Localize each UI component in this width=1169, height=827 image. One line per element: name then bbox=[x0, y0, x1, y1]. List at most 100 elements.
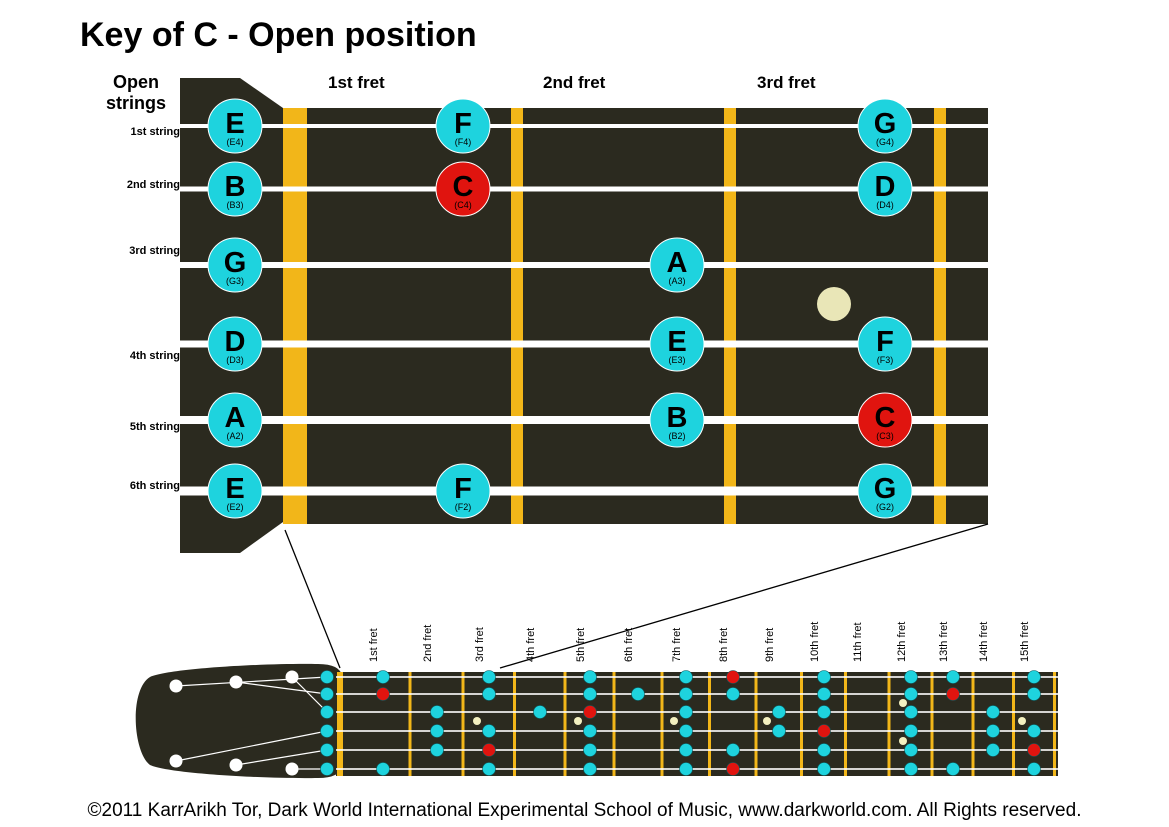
small-fret-wire bbox=[1053, 672, 1056, 776]
string-label-4: 4th string bbox=[129, 350, 180, 362]
note-name: D bbox=[225, 326, 246, 358]
note-circle bbox=[207, 98, 263, 154]
note-name: F bbox=[454, 473, 472, 505]
note-markers: E(E4)F(F4)G(G4)B(B3)C(C4)D(D4)G(G3)A(A3)… bbox=[207, 98, 913, 519]
small-note-dot bbox=[320, 724, 334, 738]
small-note-dot bbox=[320, 743, 334, 757]
note-pitch: (E3) bbox=[668, 355, 685, 365]
small-fret-label: 8th fret bbox=[718, 628, 730, 662]
note-pitch: (D3) bbox=[226, 355, 244, 365]
small-note-dot bbox=[986, 724, 1000, 738]
note-pitch: (F2) bbox=[455, 502, 472, 512]
small-note-dot bbox=[1027, 762, 1041, 776]
small-note-dot bbox=[904, 724, 918, 738]
note-marker: C(C3) bbox=[857, 392, 913, 448]
small-note-dot bbox=[679, 743, 693, 757]
small-fret-label: 12th fret bbox=[896, 622, 908, 662]
string-label-3: 3rd string bbox=[129, 245, 180, 257]
note-pitch: (B2) bbox=[668, 431, 685, 441]
small-note-dot bbox=[1027, 670, 1041, 684]
small-fret-wire bbox=[408, 672, 412, 776]
small-fret-wire bbox=[461, 672, 465, 776]
string-1 bbox=[180, 124, 988, 128]
note-pitch: (G4) bbox=[876, 137, 894, 147]
small-note-dot bbox=[320, 670, 334, 684]
note-circle bbox=[857, 161, 913, 217]
small-fret-label: 4th fret bbox=[525, 628, 537, 662]
note-circle bbox=[649, 392, 705, 448]
fret-wire-1 bbox=[511, 108, 523, 524]
small-fret-wire bbox=[800, 672, 803, 776]
small-fret-wire bbox=[513, 672, 516, 776]
note-marker: D(D3) bbox=[207, 316, 263, 372]
note-marker: F(F3) bbox=[857, 316, 913, 372]
small-note-dot bbox=[583, 724, 597, 738]
small-note-dot bbox=[430, 705, 444, 719]
note-marker: B(B2) bbox=[649, 392, 705, 448]
small-string bbox=[336, 730, 1058, 732]
fret-wire-2 bbox=[724, 108, 736, 524]
note-name: F bbox=[876, 326, 894, 358]
small-note-dots bbox=[320, 670, 1041, 776]
string-label-2: 2nd string bbox=[126, 179, 180, 191]
small-note-dot bbox=[430, 743, 444, 757]
small-fret-wire bbox=[754, 672, 758, 776]
fret-label-3: 3rd fret bbox=[757, 73, 816, 92]
note-pitch: (A3) bbox=[668, 276, 685, 286]
small-fret-wire bbox=[930, 672, 934, 776]
note-marker: G(G4) bbox=[857, 98, 913, 154]
small-fret-label: 14th fret bbox=[978, 622, 990, 662]
note-marker: D(D4) bbox=[857, 161, 913, 217]
note-marker: E(E2) bbox=[207, 463, 263, 519]
tuner-string-run bbox=[291, 676, 328, 713]
small-note-dot bbox=[817, 705, 831, 719]
small-note-dot bbox=[533, 705, 547, 719]
small-fret-label: 10th fret bbox=[809, 622, 821, 662]
note-marker: A(A3) bbox=[649, 237, 705, 293]
small-fret-wire bbox=[708, 672, 711, 776]
string-2 bbox=[180, 186, 988, 192]
note-marker: G(G3) bbox=[207, 237, 263, 293]
small-note-dot bbox=[320, 705, 334, 719]
string-label-1: 1st string bbox=[130, 126, 180, 138]
note-circle bbox=[207, 463, 263, 519]
note-name: C bbox=[453, 171, 474, 203]
note-circle bbox=[207, 316, 263, 372]
small-fret-wire bbox=[1012, 672, 1015, 776]
small-note-dot bbox=[482, 762, 496, 776]
small-note-dot bbox=[583, 762, 597, 776]
note-marker: F(F2) bbox=[435, 463, 491, 519]
note-pitch: (E2) bbox=[226, 502, 243, 512]
small-fret-label: 1st fret bbox=[368, 628, 380, 662]
small-note-dot bbox=[986, 705, 1000, 719]
small-fret-wire bbox=[612, 672, 616, 776]
note-name: A bbox=[667, 247, 688, 279]
small-nut bbox=[337, 672, 343, 776]
small-fret-wire bbox=[660, 672, 664, 776]
note-pitch: (G3) bbox=[226, 276, 244, 286]
tuner-pegs bbox=[169, 670, 328, 776]
small-fret-label: 2nd fret bbox=[422, 625, 434, 662]
small-note-dot bbox=[482, 687, 496, 701]
small-note-dot bbox=[817, 743, 831, 757]
small-fret-wire bbox=[971, 672, 975, 776]
note-circle bbox=[857, 463, 913, 519]
small-root-dot bbox=[1027, 743, 1041, 757]
note-circle bbox=[207, 392, 263, 448]
small-root-dot bbox=[946, 687, 960, 701]
small-fret-label: 13th fret bbox=[938, 622, 950, 662]
small-fret-wires bbox=[408, 672, 1056, 776]
small-note-dot bbox=[320, 762, 334, 776]
string-6 bbox=[180, 486, 988, 496]
open-strings-label: Open strings bbox=[96, 72, 176, 114]
small-fret-label: 5th fret bbox=[575, 628, 587, 662]
string-5 bbox=[180, 416, 988, 424]
note-pitch: (C3) bbox=[876, 431, 894, 441]
string-lines bbox=[180, 124, 988, 496]
neck-body bbox=[336, 672, 1058, 776]
tuner-peg bbox=[285, 670, 299, 684]
note-marker: F(F4) bbox=[435, 98, 491, 154]
inlay-dot bbox=[899, 699, 907, 707]
small-note-dot bbox=[482, 724, 496, 738]
